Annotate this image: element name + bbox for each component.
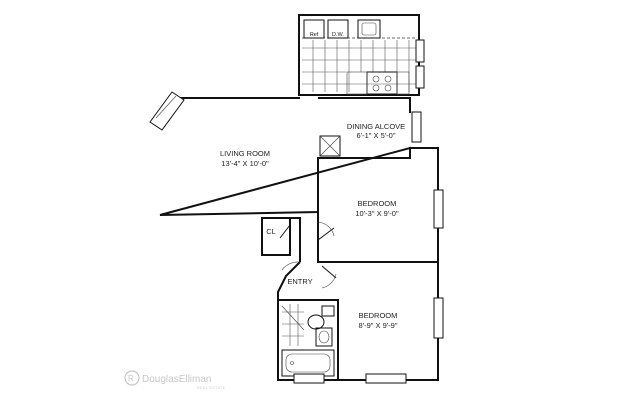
entry-label: ENTRY [287, 277, 312, 286]
bedroom-2-window-bottom [365, 373, 407, 384]
dining-alcove-dims: 6'-1" X 5'-0" [356, 131, 395, 140]
kitchen-tile-floor [302, 40, 416, 92]
kitchen: Ref D.W. [298, 14, 425, 96]
duct-shaft [319, 135, 341, 157]
bedroom-1: BEDROOM 10'-3" X 9'-0" [317, 147, 444, 263]
bedroom-2: BEDROOM 8'-9" X 9'-9" [318, 261, 444, 384]
bathtub [281, 349, 335, 377]
dining-alcove-name: DINING ALCOVE [347, 122, 405, 131]
logo-subtext: REAL ESTATE [197, 386, 226, 390]
closet-label: CL [266, 227, 276, 236]
bedroom-1-window [433, 189, 444, 229]
dining-window [411, 111, 422, 143]
stove [366, 71, 398, 95]
living-room: LIVING ROOM 13'-4" X 10'-0" [149, 91, 411, 216]
sink [357, 19, 381, 39]
refrigerator [303, 19, 325, 39]
dishwasher [327, 19, 349, 39]
entry-hall: ENTRY [277, 212, 319, 300]
svg-text:R: R [128, 374, 134, 383]
toilet [307, 305, 335, 330]
bathroom-tile-floor [281, 304, 305, 346]
kitchen-window-upper [415, 39, 425, 63]
bedroom-2-name: BEDROOM [359, 311, 398, 320]
bathroom-sink [315, 327, 333, 347]
living-room-name: LIVING ROOM [220, 149, 270, 158]
douglas-elliman-logo: R DouglasElliman REAL ESTATE [124, 370, 226, 390]
dw-label: D.W. [332, 32, 344, 38]
bay-window [149, 91, 185, 131]
ref-label: Ref [310, 32, 319, 38]
living-room-dims: 13'-4" X 10'-0" [221, 159, 269, 168]
logo-text: DouglasElliman [142, 374, 211, 385]
bedroom-1-name: BEDROOM [358, 199, 397, 208]
kitchen-window-lower [415, 65, 425, 89]
bedroom-2-dims: 8'-9" X 9'-9" [358, 321, 397, 330]
bathroom-window [293, 373, 325, 384]
bathroom [277, 299, 339, 384]
bedroom-2-window-side [433, 297, 444, 339]
dining-alcove: DINING ALCOVE 6'-1" X 5'-0" [347, 111, 422, 143]
closet: CL [261, 217, 291, 256]
bedroom-1-dims: 10'-3" X 9'-0" [355, 209, 399, 218]
